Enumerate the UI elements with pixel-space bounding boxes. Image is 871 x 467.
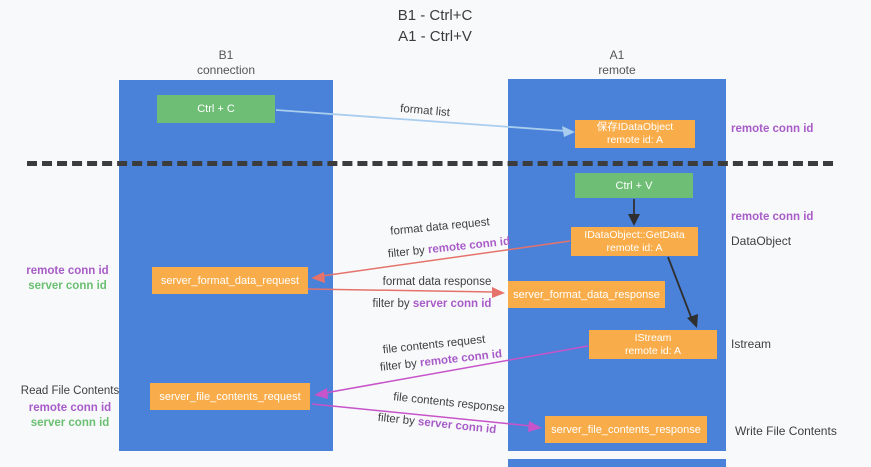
save-dataobject-box: 保存IDataObject remote id: A (575, 120, 695, 148)
server-format-data-request-box: server_format_data_request (152, 267, 308, 294)
server-conn-id-text: server conn id (412, 298, 492, 310)
getdata-line2: remote id: A (606, 241, 663, 254)
filter-by-text: filter by (372, 298, 410, 310)
istream-side-label: Istream (731, 337, 772, 351)
left-mid-remote-conn-id: remote conn id (26, 265, 109, 277)
server-format-data-request-label: server_format_data_request (160, 274, 300, 287)
filter-by-text: filter by (387, 244, 426, 261)
left-mid-conn-ids: remote conn id server conn id (15, 264, 120, 294)
filter-by-server-conn-id-label-1: filter by server conn id (373, 298, 492, 310)
remote-conn-id-text: remote conn id (427, 235, 511, 257)
title-line-1: B1 - Ctrl+C (397, 7, 473, 24)
istream-line2: remote id: A (624, 344, 682, 357)
server-format-data-response-label: server_format_data_response (513, 288, 660, 301)
title-line-2: A1 - Ctrl+V (398, 28, 472, 45)
getdata-line1: IDataObject::GetData (584, 228, 685, 241)
server-file-contents-response-box: server_file_contents_response (545, 416, 707, 443)
diagram-title: B1 - Ctrl+C A1 - Ctrl+V (340, 5, 530, 47)
lane-a1-name: A1 (609, 48, 625, 62)
ctrl-c-label: Ctrl + C (197, 103, 235, 115)
getdata-box: IDataObject::GetData remote id: A (571, 227, 698, 256)
ctrl-v-box: Ctrl + V (575, 173, 693, 198)
lane-header-a1: A1 remote (508, 48, 726, 78)
left-bottom-server-conn-id: server conn id (30, 417, 110, 429)
remote-conn-id-mid-right: remote conn id (731, 211, 814, 223)
file-contents-response-label: file contents response (392, 391, 506, 415)
remote-conn-id-text: remote conn id (419, 348, 503, 370)
lane-b1-role: connection (196, 63, 256, 77)
filter-by-server-conn-id-label-2: filter by server conn id (377, 412, 497, 436)
format-data-response-arrowhead (492, 287, 505, 298)
left-bottom-annotations: Read File Contents remote conn id server… (15, 384, 125, 431)
read-file-contents-label: Read File Contents (20, 385, 120, 397)
server-file-contents-response-label: server_file_contents_response (551, 423, 701, 436)
ctrl-v-label: Ctrl + V (615, 179, 653, 192)
lane-header-b1: B1 connection (119, 48, 333, 78)
ctrl-c-box: Ctrl + C (157, 95, 275, 123)
server-file-contents-request-label: server_file_contents_request (159, 390, 301, 403)
server-format-data-response-box: server_format_data_response (508, 281, 665, 308)
save-dataobject-line2: remote id: A (606, 134, 664, 146)
filter-by-text: filter by (377, 411, 416, 428)
save-dataobject-line1: 保存IDataObject (596, 121, 674, 133)
lane-a1-remote-continuation (508, 459, 726, 467)
filter-by-remote-conn-id-label-1: filter by remote conn id (387, 236, 510, 261)
server-conn-id-text: server conn id (417, 416, 497, 437)
write-file-contents-label: Write File Contents (735, 424, 837, 438)
format-list-label: format list (399, 102, 451, 120)
istream-line1: IStream (634, 331, 672, 344)
dataobject-label: DataObject (731, 234, 792, 248)
format-data-response-arrow (307, 288, 495, 293)
istream-box: IStream remote id: A (589, 330, 717, 359)
lane-a1-role: remote (598, 63, 636, 77)
format-data-response-label: format data response (382, 276, 492, 288)
filter-by-text: filter by (379, 357, 418, 374)
left-bottom-remote-conn-id: remote conn id (28, 402, 112, 414)
session-separator-dashed-line (27, 161, 833, 166)
format-data-request-label: format data request (389, 216, 491, 238)
lane-b1-name: B1 (218, 48, 234, 62)
left-mid-server-conn-id: server conn id (28, 280, 107, 292)
remote-conn-id-top-right: remote conn id (731, 123, 814, 135)
server-file-contents-request-box: server_file_contents_request (150, 383, 310, 410)
